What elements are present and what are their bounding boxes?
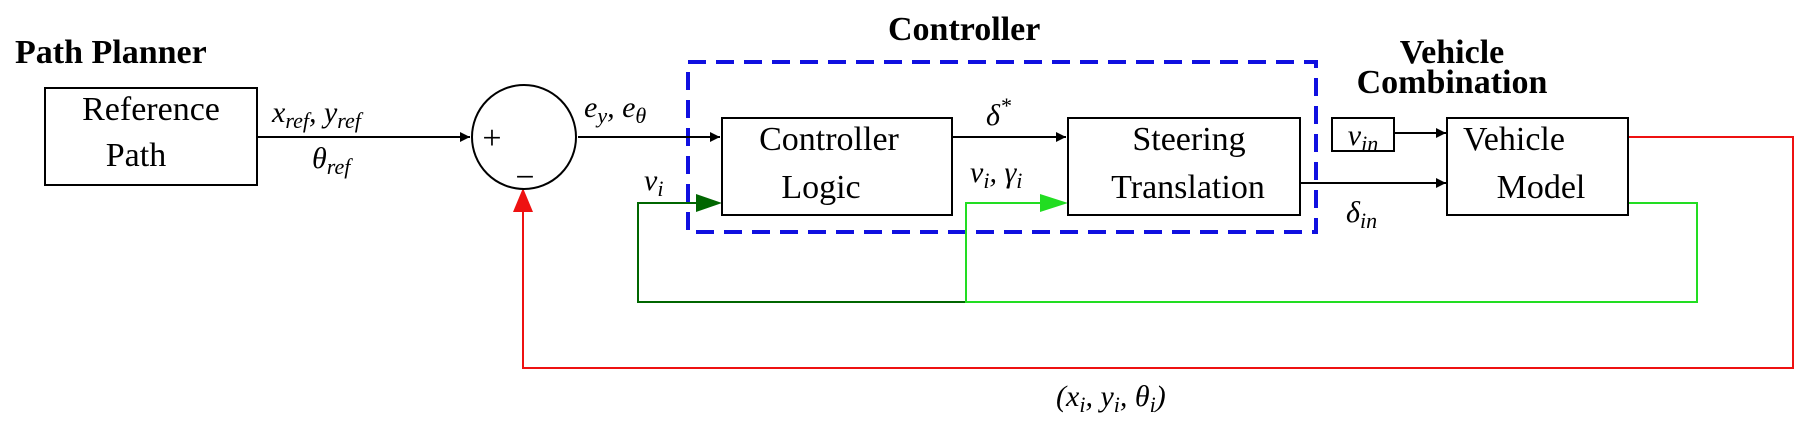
vi-gamma-feedback-arrow xyxy=(1040,194,1068,212)
state-feedback-arrow xyxy=(513,188,533,212)
state-feedback-label: (xi, yi, θi) xyxy=(1056,380,1166,417)
vehicle-title-line1: Vehicle xyxy=(1400,34,1505,71)
vi-gamma-feedback-line xyxy=(965,202,1698,303)
plus-sign: + xyxy=(482,120,501,157)
theta-ref-label: θref xyxy=(312,142,353,179)
vi-gamma-label: vi, γi xyxy=(970,156,1022,193)
delta-in-label: δin xyxy=(1346,196,1377,233)
reference-path-label-2: Path xyxy=(106,137,166,174)
vi-label: vi xyxy=(644,164,663,201)
steering-translation-block xyxy=(1067,117,1301,216)
steering-translation-label-2: Translation xyxy=(1111,169,1265,206)
controller-logic-label-1: Controller xyxy=(759,121,899,158)
minus-sign: − xyxy=(515,159,534,196)
state-feedback-line xyxy=(522,136,1794,369)
steering-translation-label-1: Steering xyxy=(1132,121,1245,158)
vehicle-model-label-1: Vehicle xyxy=(1463,121,1565,158)
vehicle-model-label-2: Model xyxy=(1497,169,1586,206)
reference-path-block xyxy=(44,87,258,186)
vin-label: vin xyxy=(1348,119,1378,156)
reference-path-label-1: Reference xyxy=(82,91,220,128)
controller-logic-block xyxy=(721,117,953,216)
controller-logic-label-2: Logic xyxy=(781,169,860,206)
xref-yref-label: xref, yref xyxy=(271,96,364,133)
vehicle-model-block xyxy=(1446,117,1629,216)
controller-title: Controller xyxy=(888,11,1040,48)
path-planner-title: Path Planner xyxy=(15,34,207,71)
summing-junction xyxy=(471,84,577,190)
vi-feedback-line xyxy=(637,202,966,303)
error-label: ey, eθ xyxy=(584,91,646,128)
delta-star-label: δ* xyxy=(986,93,1011,132)
vehicle-title-line2: Combination xyxy=(1357,64,1548,101)
controller-boundary xyxy=(686,60,1318,234)
vi-feedback-arrow xyxy=(696,194,722,212)
vin-input-box xyxy=(1331,117,1395,152)
